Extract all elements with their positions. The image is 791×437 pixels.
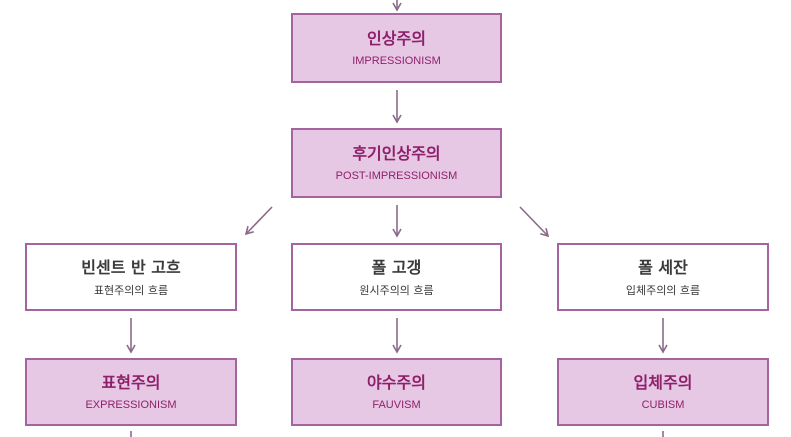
node-expressionism-en: EXPRESSIONISM	[85, 398, 177, 411]
node-fauvism-en: FAUVISM	[372, 398, 421, 411]
node-fauvism: 야수주의 FAUVISM	[291, 358, 502, 426]
node-impressionism: 인상주의 IMPRESSIONISM	[291, 13, 502, 83]
node-gauguin-ko: 폴 고갱	[371, 257, 422, 277]
arrow-post-to-van-gogh	[244, 206, 273, 236]
node-van-gogh: 빈센트 반 고흐 표현주의의 흐름	[25, 243, 237, 311]
node-van-gogh-sub: 표현주의의 흐름	[93, 283, 169, 297]
node-cezanne-sub: 입체주의의 흐름	[625, 283, 701, 297]
node-gauguin-sub: 원시주의의 흐름	[359, 283, 434, 297]
arrow-post-to-cezanne	[519, 206, 550, 238]
node-gauguin: 폴 고갱 원시주의의 흐름	[291, 243, 502, 311]
node-post-impressionism-en: POST-IMPRESSIONISM	[335, 169, 458, 182]
node-cubism-ko: 입체주의	[633, 372, 693, 392]
node-cezanne: 폴 세잔 입체주의의 흐름	[557, 243, 769, 311]
node-expressionism-ko: 표현주의	[101, 372, 161, 392]
node-impressionism-ko: 인상주의	[367, 28, 426, 48]
node-post-impressionism-ko: 후기인상주의	[352, 143, 441, 163]
node-van-gogh-ko: 빈센트 반 고흐	[81, 257, 181, 277]
node-post-impressionism: 후기인상주의 POST-IMPRESSIONISM	[291, 128, 502, 198]
node-cubism: 입체주의 CUBISM	[557, 358, 769, 426]
node-cezanne-ko: 폴 세잔	[638, 257, 688, 277]
node-cubism-en: CUBISM	[641, 398, 685, 411]
node-fauvism-ko: 야수주의	[367, 372, 426, 392]
node-impressionism-en: IMPRESSIONISM	[352, 54, 441, 67]
node-expressionism: 표현주의 EXPRESSIONISM	[25, 358, 237, 426]
